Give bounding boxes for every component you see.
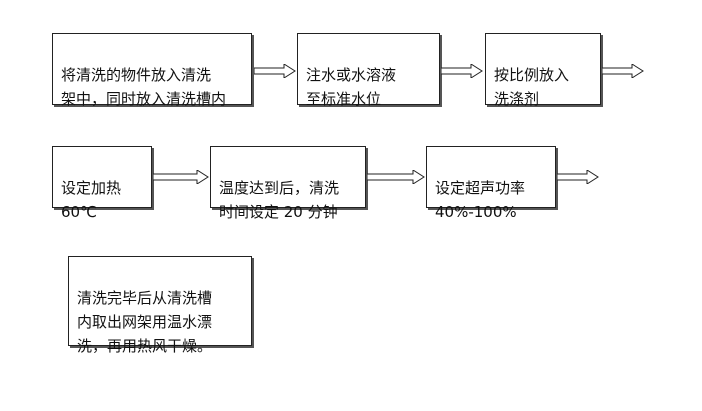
- step-place-items-box: 将清洗的物件放入清洗 架中，同时放入清洗槽内: [52, 33, 252, 108]
- step-set-ultrasonic-text: 设定超声功率 40%-100%: [435, 179, 526, 221]
- step-set-heating-text: 设定加热 60℃: [61, 179, 122, 221]
- step-add-detergent-box: 按比例放入 洗涤剂: [485, 33, 601, 108]
- step-fill-water-text: 注水或水溶液 至标准水位: [306, 66, 397, 108]
- arrow-3-out: [602, 64, 644, 78]
- arrow-1-to-2: [254, 64, 296, 78]
- arrow-6-out: [557, 170, 599, 184]
- step-rinse-dry-box: 清洗完毕后从清洗槽 内取出网架用温水漂 洗，再用热风干燥。: [68, 256, 252, 355]
- step-place-items-text: 将清洗的物件放入清洗 架中，同时放入清洗槽内: [61, 66, 227, 108]
- step-set-time-text: 温度达到后，清洗 时间设定 20 分钟: [219, 179, 340, 221]
- step-add-detergent-text: 按比例放入 洗涤剂: [494, 66, 570, 108]
- arrow-2-to-3: [441, 64, 483, 78]
- step-rinse-dry-text: 清洗完毕后从清洗槽 内取出网架用温水漂 洗，再用热风干燥。: [77, 289, 213, 355]
- step-set-ultrasonic-box: 设定超声功率 40%-100%: [426, 146, 556, 221]
- step-set-time-box: 温度达到后，清洗 时间设定 20 分钟: [210, 146, 366, 221]
- arrow-5-to-6: [367, 170, 425, 184]
- step-fill-water-box: 注水或水溶液 至标准水位: [297, 33, 440, 108]
- step-set-heating-box: 设定加热 60℃: [52, 146, 152, 221]
- arrow-4-to-5: [153, 170, 209, 184]
